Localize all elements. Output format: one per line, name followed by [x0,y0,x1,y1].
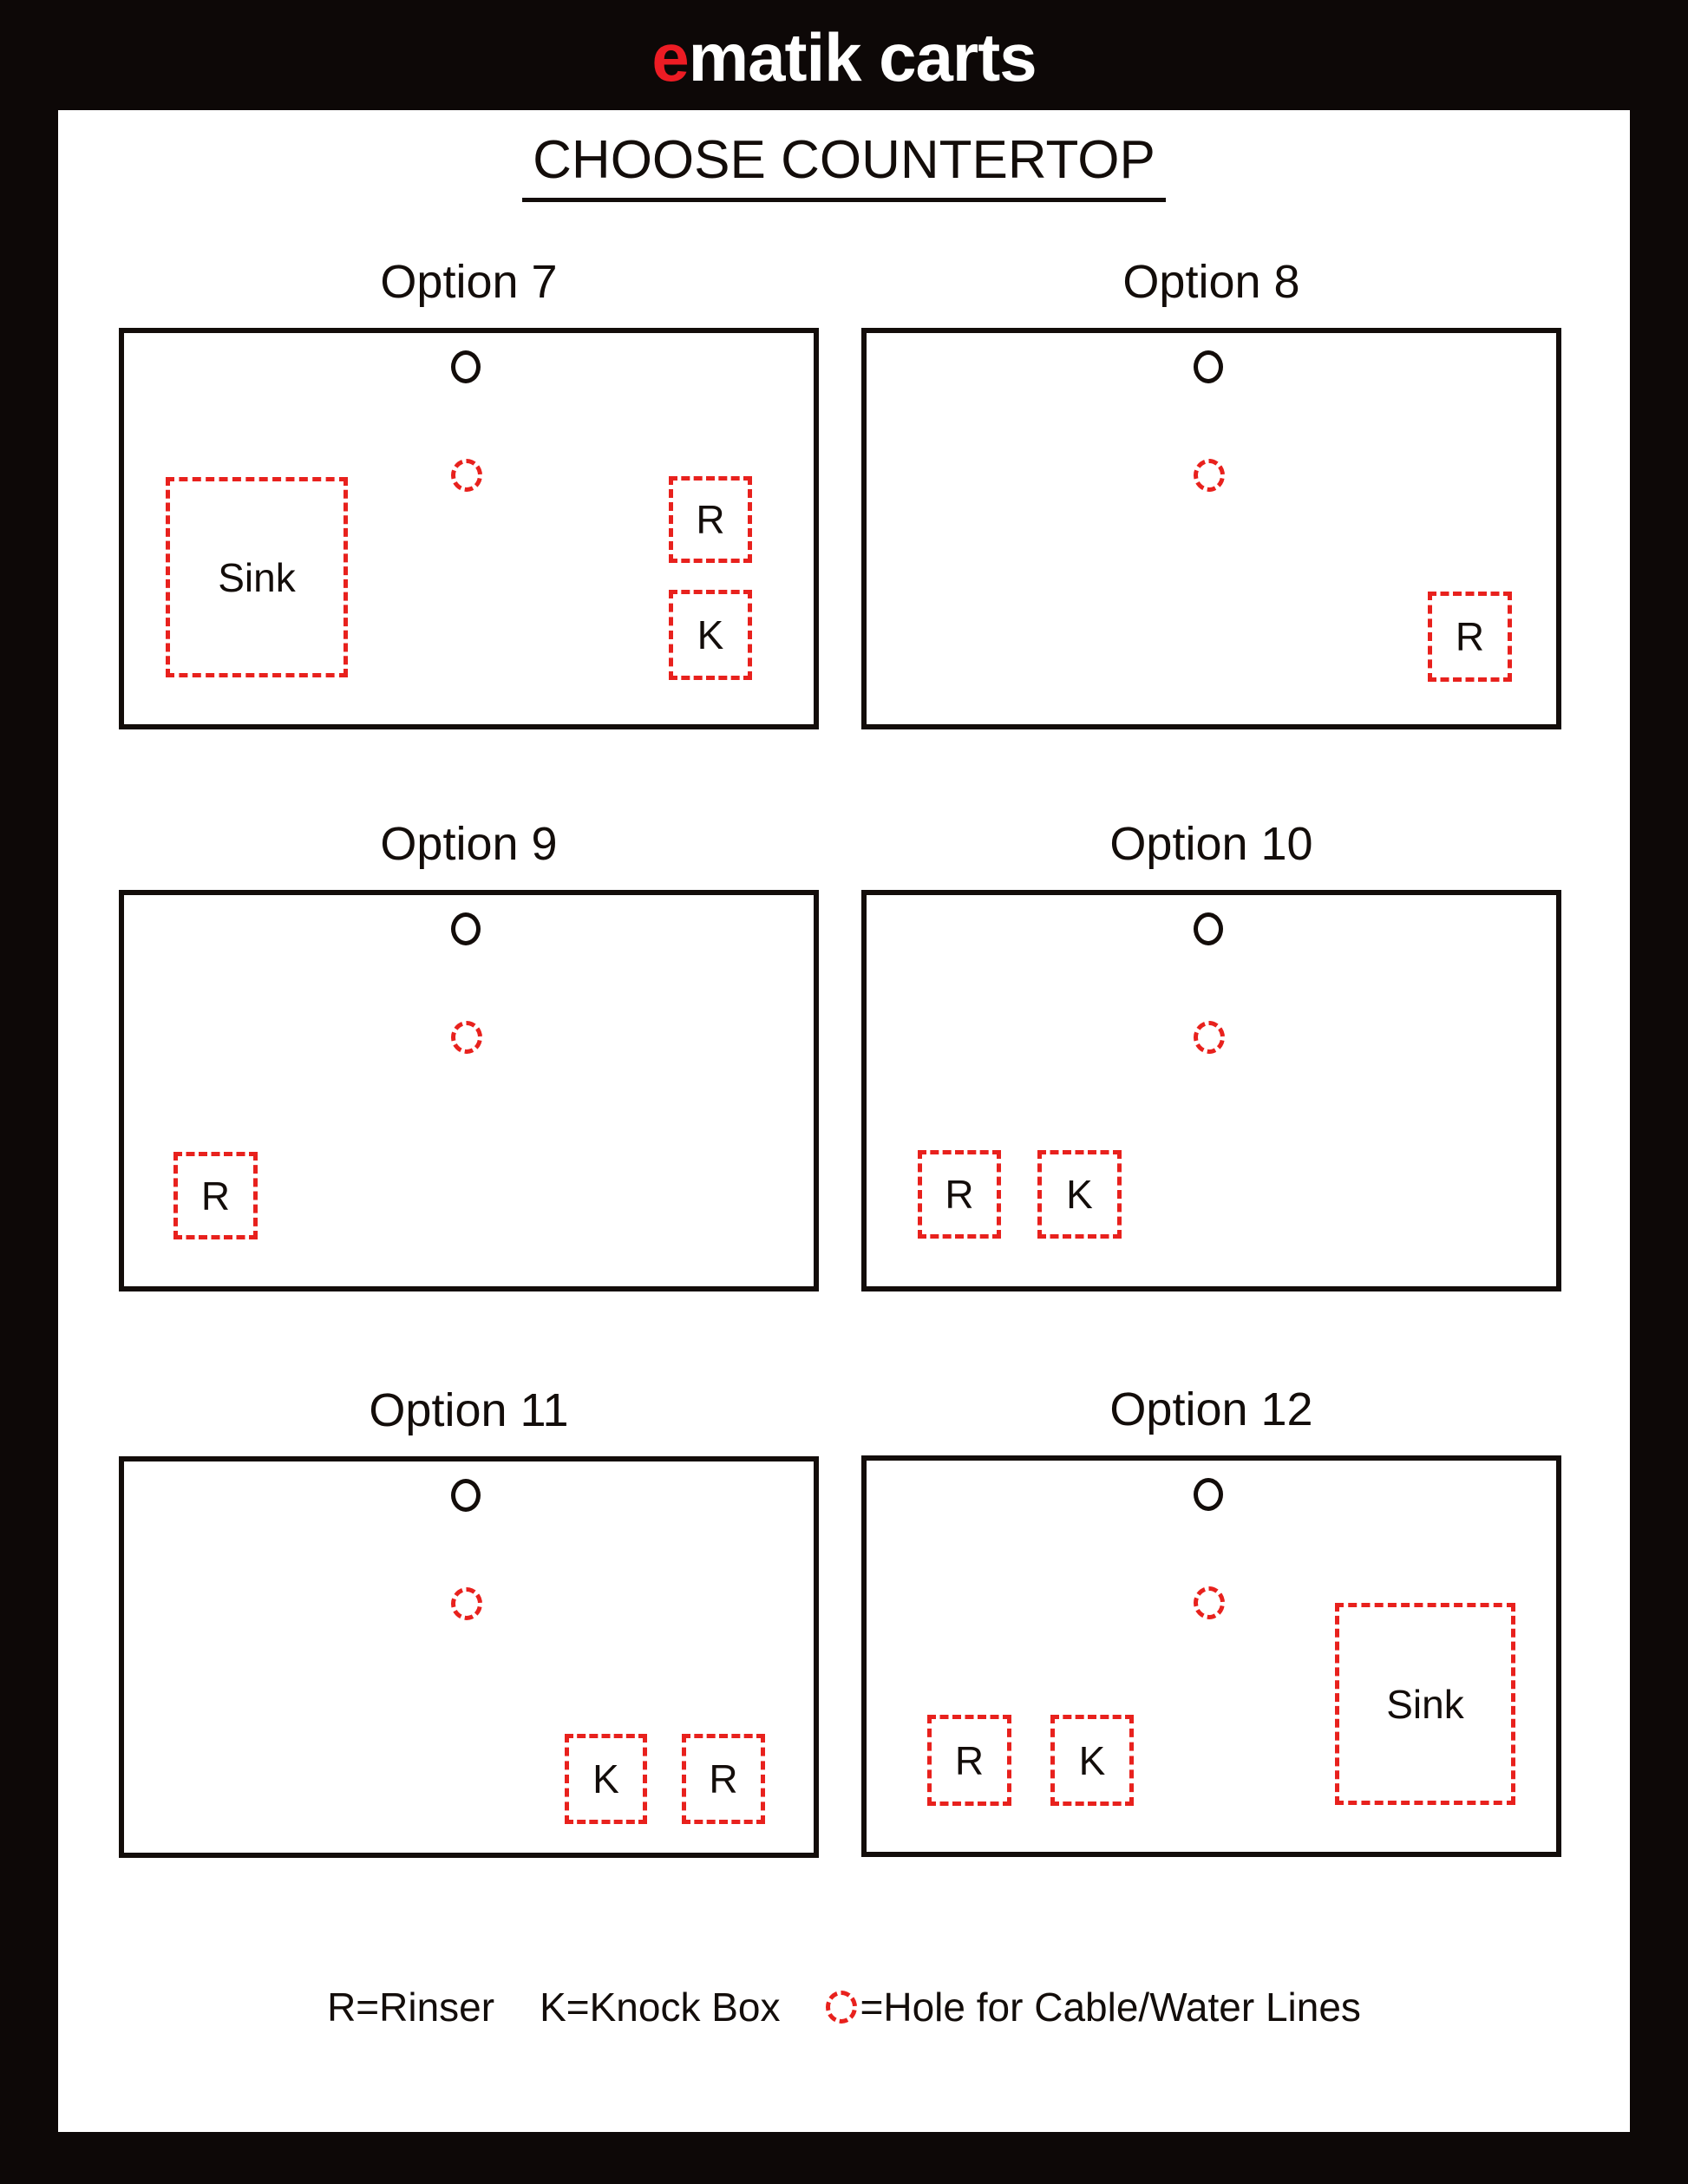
round-hole-icon [1194,912,1223,945]
option-panel-11[interactable]: Option 11 K R [119,1384,819,1858]
legend-rinser-label: R=Rinser [327,1985,495,2030]
cable-water-hole-icon [1194,459,1225,492]
knockbox-label: K [1066,1172,1093,1217]
legend-hole-icon [825,1991,857,2024]
page-title-wrap: CHOOSE COUNTERTOP [58,129,1630,202]
countertop-outline: R [861,328,1561,729]
rinser-label: R [1455,614,1485,659]
option-title: Option 12 [1109,1383,1313,1435]
rinser-cutout-box: R [1428,592,1512,682]
brand-rest: matik carts [688,19,1037,95]
option-panel-10[interactable]: Option 10 R K [861,818,1561,1291]
countertop-outline: R K [861,890,1561,1291]
round-hole-icon [451,912,481,945]
page-title: CHOOSE COUNTERTOP [522,129,1166,202]
legend-hole-entry: =Hole for Cable/Water Lines [825,1984,1361,2030]
countertop-outline: R K Sink [861,1455,1561,1857]
option-title: Option 8 [1122,256,1300,308]
page: CHOOSE COUNTERTOP Option 7 Sink R K Opti… [58,110,1630,2132]
rinser-cutout-box: R [682,1734,765,1824]
option-title: Option 9 [380,818,558,870]
knockbox-cutout-box: K [1050,1715,1134,1806]
brand-logo: ematik carts [651,13,1037,97]
brand-accent-letter: e [651,19,689,95]
cable-water-hole-icon [451,1587,482,1620]
legend-knockbox-label: K=Knock Box [540,1985,781,2030]
legend: R=Rinser K=Knock Box =Hole for Cable/Wat… [58,1977,1630,2037]
rinser-label: R [954,1737,985,1783]
option-title: Option 7 [380,256,558,308]
cable-water-hole-icon [451,459,482,492]
knockbox-label: K [697,612,724,657]
round-hole-icon [451,1479,481,1512]
cable-water-hole-icon [451,1021,482,1054]
knockbox-cutout-box: K [669,590,752,680]
rinser-label: R [200,1173,231,1219]
option-panel-8[interactable]: Option 8 R [861,256,1561,729]
cable-water-hole-icon [1194,1021,1225,1054]
round-hole-icon [1194,350,1223,383]
option-title: Option 10 [1109,818,1313,870]
countertop-outline: K R [119,1456,819,1858]
rinser-cutout-box: R [918,1150,1001,1239]
option-panel-12[interactable]: Option 12 R K Sink [861,1383,1561,1857]
countertop-outline: R [119,890,819,1291]
knockbox-cutout-box: K [1037,1150,1122,1239]
rinser-cutout-box: R [927,1715,1011,1806]
sink-label: Sink [1386,1681,1464,1727]
sink-cutout-box: Sink [1335,1603,1515,1805]
knockbox-cutout-box: K [565,1734,647,1824]
rinser-cutout-box: R [173,1152,258,1239]
rinser-cutout-box: R [669,476,752,563]
countertop-outline: Sink R K [119,328,819,729]
rinser-label: R [709,1756,738,1801]
round-hole-icon [1194,1478,1223,1511]
brand-bar: ematik carts [0,0,1688,110]
option-panel-9[interactable]: Option 9 R [119,818,819,1291]
rinser-label: R [696,497,725,542]
option-title: Option 11 [369,1384,569,1436]
knockbox-label: K [1078,1737,1106,1783]
sink-cutout-box: Sink [166,477,348,677]
sink-label: Sink [218,554,296,600]
cable-water-hole-icon [1194,1586,1225,1619]
round-hole-icon [451,350,481,383]
option-panel-7[interactable]: Option 7 Sink R K [119,256,819,729]
legend-hole-label: =Hole for Cable/Water Lines [860,1985,1361,2030]
knockbox-label: K [592,1756,619,1801]
rinser-label: R [945,1172,974,1217]
